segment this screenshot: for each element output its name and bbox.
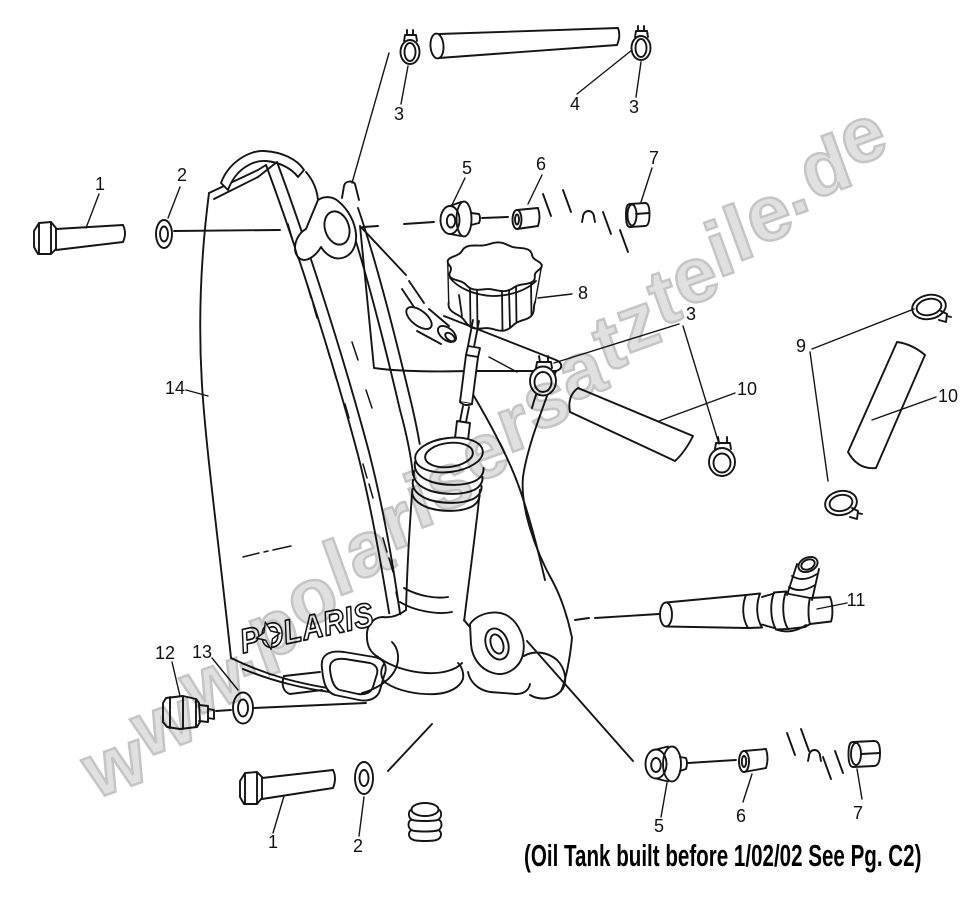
svg-text:9: 9 [796,336,806,356]
svg-text:11: 11 [847,590,866,610]
svg-text:5: 5 [462,158,472,178]
svg-text:8: 8 [578,283,588,303]
svg-text:10: 10 [737,379,757,399]
svg-text:12: 12 [155,643,175,663]
svg-text:1: 1 [268,832,278,852]
svg-text:www.polarisersatzteile.de: www.polarisersatzteile.de [47,72,927,832]
svg-text:13: 13 [192,642,212,662]
svg-text:3: 3 [629,97,639,117]
svg-text:3: 3 [394,104,404,124]
svg-text:5: 5 [654,816,664,836]
svg-text:3: 3 [686,304,696,324]
svg-text:14: 14 [165,378,185,398]
svg-text:7: 7 [649,148,659,168]
svg-text:(Oil Tank built before 1/02/02: (Oil Tank built before 1/02/02 See Pg. C… [524,838,921,873]
svg-text:1: 1 [95,174,105,194]
svg-text:6: 6 [736,806,746,826]
svg-text:6: 6 [536,154,546,174]
svg-text:4: 4 [570,94,580,114]
svg-text:7: 7 [853,803,863,823]
svg-text:2: 2 [177,165,187,185]
svg-text:10: 10 [938,386,958,406]
svg-text:2: 2 [353,836,363,856]
